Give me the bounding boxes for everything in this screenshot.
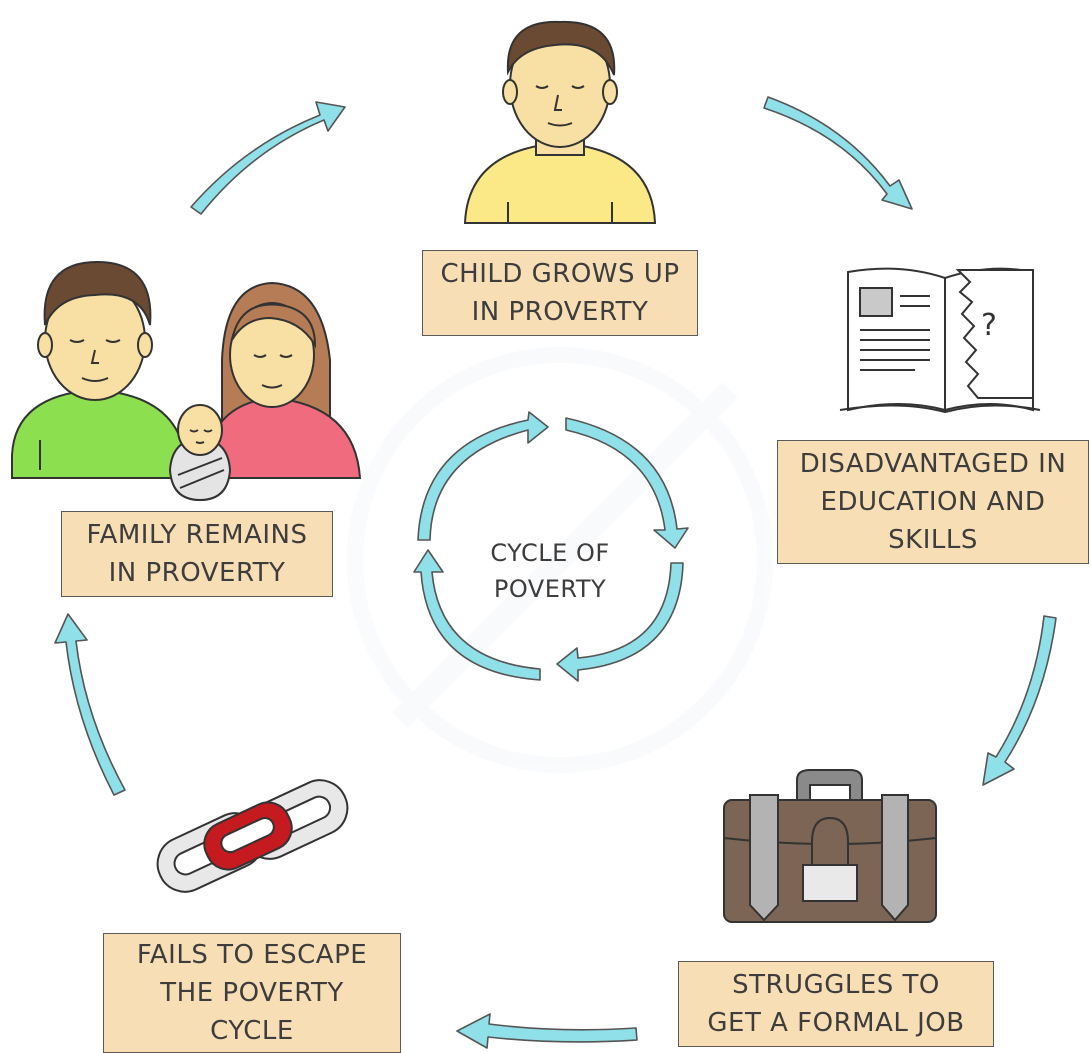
svg-text:?: ? xyxy=(981,308,997,343)
stage-family-line-1: FAMILY REMAINS xyxy=(86,520,308,550)
stage-child-line-1: CHILD GROWS UP xyxy=(440,259,680,289)
arrow-family-to-child xyxy=(190,101,346,215)
stage-education-line-2: EDUCATION AND xyxy=(820,487,1046,517)
stage-job-line-1: STRUGGLES TO xyxy=(732,970,940,1000)
outer-arrows xyxy=(54,96,1057,1049)
inner-arrow-bottom-right xyxy=(556,562,684,682)
stage-label-family: FAMILY REMAINS IN PROVERTY xyxy=(61,511,333,597)
stage-escape-line-3: CYCLE xyxy=(210,1016,294,1046)
stage-escape-line-2: THE POVERTY xyxy=(160,978,344,1008)
center-title-line-2: POVERTY xyxy=(493,575,607,603)
inner-arrow-bottom-left xyxy=(413,549,541,681)
stage-label-escape: FAILS TO ESCAPE THE POVERTY CYCLE xyxy=(103,933,401,1053)
stage-child-line-2: IN PROVERTY xyxy=(471,297,649,327)
book-icon: ? xyxy=(839,267,1041,414)
arrow-child-to-education xyxy=(763,96,913,210)
arrow-escape-to-family xyxy=(54,613,126,796)
family-icon xyxy=(11,260,362,502)
stage-label-child: CHILD GROWS UP IN PROVERTY xyxy=(422,250,698,336)
arrow-job-to-escape xyxy=(456,1013,638,1049)
stage-education-line-3: SKILLS xyxy=(888,525,978,555)
inner-cycle-arrows xyxy=(413,411,689,682)
arrow-education-to-job xyxy=(982,615,1057,786)
stage-label-job: STRUGGLES TO GET A FORMAL JOB xyxy=(678,961,994,1047)
stage-education-line-1: DISADVANTAGED IN xyxy=(799,449,1067,479)
stage-job-line-2: GET A FORMAL JOB xyxy=(707,1008,965,1038)
center-title-line-1: CYCLE OF xyxy=(490,539,610,567)
stage-label-education: DISADVANTAGED IN EDUCATION AND SKILLS xyxy=(777,440,1089,564)
cycle-center-title: CYCLE OF POVERTY xyxy=(450,535,650,607)
inner-arrow-top-right xyxy=(565,417,689,549)
broken-chain-icon xyxy=(156,779,349,893)
stage-family-line-2: IN PROVERTY xyxy=(108,558,286,588)
briefcase-icon xyxy=(723,769,937,923)
child-icon xyxy=(463,20,657,224)
watermark-logo xyxy=(347,347,773,773)
inner-arrow-top-left xyxy=(417,411,549,541)
stage-escape-line-1: FAILS TO ESCAPE xyxy=(136,940,368,970)
